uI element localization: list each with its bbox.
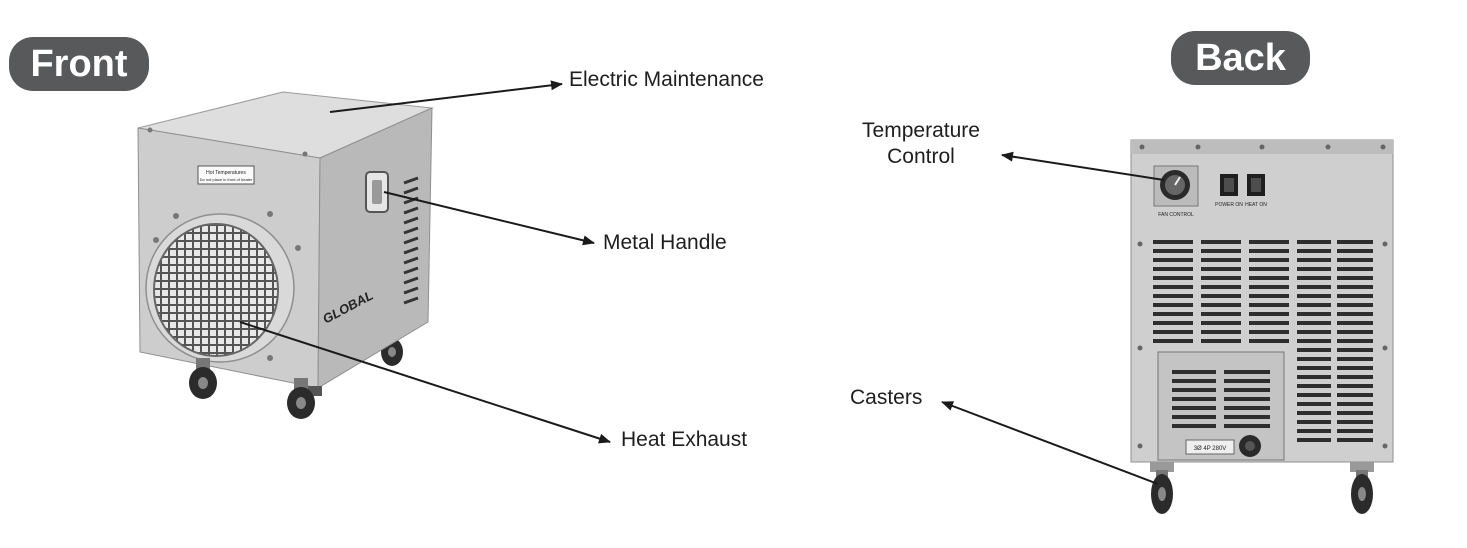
- front-side-vents: [403, 176, 419, 305]
- front-caster-left: [189, 358, 217, 399]
- back-vent-columns: [1153, 240, 1373, 442]
- front-view-label: Front: [9, 37, 149, 91]
- front-caster-right: [287, 378, 322, 419]
- back-access-panel: 3Ø 4P 280V: [1157, 351, 1285, 461]
- temperature-control-line-1: Temperature: [862, 119, 980, 142]
- temperature-control-label: Temperature Control: [850, 118, 992, 170]
- temperature-control-arrow: [1001, 151, 1165, 181]
- fan-control-label: FAN CONTROL: [1158, 212, 1194, 218]
- power-switch-icon: [1220, 174, 1238, 196]
- back-caster-right: [1350, 462, 1374, 514]
- electric-maintenance-label: Electric Maintenance: [569, 68, 764, 91]
- casters-label: Casters: [850, 386, 923, 409]
- heat-switch-icon: [1247, 174, 1265, 196]
- heat-exhaust-grill-icon: [153, 223, 279, 357]
- warning-sticker-text-2: Do not place in front of heater: [200, 177, 253, 182]
- temperature-dial-icon: [1153, 165, 1199, 207]
- electric-maintenance-arrow: [329, 80, 563, 113]
- temperature-control-line-2: Control: [887, 145, 955, 168]
- heat-exhaust-arrow: [239, 321, 611, 444]
- metal-handle-arrow: [383, 191, 595, 246]
- casters-arrow: [941, 401, 1159, 485]
- warning-sticker: Hot Temperatures Do not place in front o…: [197, 165, 255, 185]
- heat-on-label: HEAT ON: [1245, 202, 1267, 208]
- power-on-label: POWER ON: [1215, 202, 1243, 208]
- metal-handle-label: Metal Handle: [603, 231, 727, 254]
- back-view-label: Back: [1171, 31, 1310, 85]
- warning-sticker-text-1: Hot Temperatures: [206, 170, 246, 176]
- back-heater: FAN CONTROL POWER ON HEAT ON: [1130, 139, 1394, 514]
- back-caster-left: [1150, 462, 1174, 514]
- voltage-label: 3Ø 4P 280V: [1194, 446, 1227, 452]
- heat-exhaust-label: Heat Exhaust: [621, 428, 748, 451]
